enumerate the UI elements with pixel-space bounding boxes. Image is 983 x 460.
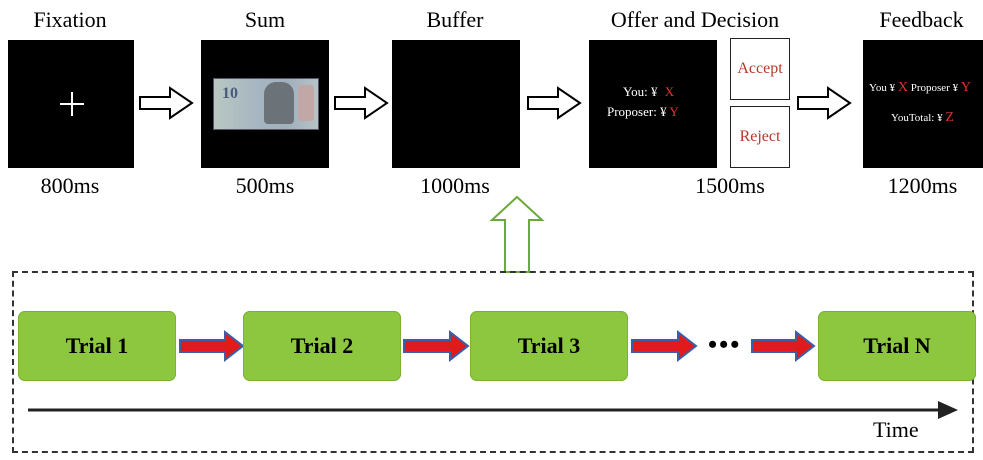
trial-arrow-3-icon — [631, 329, 698, 363]
outline-arrow-2-icon — [334, 86, 389, 120]
banknote-denomination: 10 — [222, 85, 238, 102]
offer-you-line: You: ¥ X — [623, 84, 674, 100]
trial-arrow-2-icon — [403, 329, 470, 363]
feedback-total-label: YouTotal: ¥ — [891, 112, 943, 124]
feedback-screen: You ¥ X Proposer ¥ Y YouTotal: ¥ Z — [863, 40, 983, 168]
fixation-screen — [8, 40, 134, 168]
trial-arrow-1-icon — [179, 329, 245, 363]
banknote-portrait — [264, 82, 294, 124]
duration-offer-decision: 1500ms — [695, 173, 765, 198]
fixation-cross-vertical — [71, 92, 73, 116]
outline-arrow-1-icon — [139, 86, 194, 120]
offer-proposer-line: Proposer: ¥ Y — [607, 104, 679, 120]
buffer-screen — [392, 40, 520, 168]
up-arrow-icon — [489, 195, 545, 273]
feedback-line-1: You ¥ X Proposer ¥ Y — [869, 80, 971, 96]
feedback-line-2: YouTotal: ¥ Z — [891, 110, 954, 126]
stage-title-sum: Sum — [244, 7, 286, 32]
trial-1-box: Trial 1 — [18, 311, 176, 381]
time-label: Time — [873, 417, 919, 442]
duration-sum: 500ms — [235, 173, 295, 198]
trial-arrow-4-icon — [751, 329, 816, 363]
stage-title-fixation: Fixation — [33, 7, 107, 32]
reject-option: Reject — [730, 106, 790, 168]
sum-screen: 10 — [201, 40, 329, 168]
duration-buffer: 1000ms — [420, 173, 490, 198]
feedback-proposer-value: Y — [960, 80, 971, 95]
banknote-image: 10 — [213, 78, 319, 130]
feedback-you-value: X — [897, 80, 908, 95]
trial-3-box: Trial 3 — [470, 311, 628, 381]
offer-proposer-value: Y — [669, 104, 679, 119]
feedback-total-value: Z — [945, 110, 954, 125]
duration-fixation: 800ms — [40, 173, 100, 198]
outline-arrow-4-icon — [797, 86, 852, 120]
stage-title-feedback: Feedback — [879, 7, 964, 32]
duration-feedback: 1200ms — [887, 173, 958, 198]
stage-title-offer-decision: Offer and Decision — [610, 7, 780, 32]
stage-title-buffer: Buffer — [426, 7, 484, 32]
banknote-pattern — [298, 85, 314, 121]
accept-option: Accept — [730, 38, 790, 100]
offer-you-label: You: ¥ — [623, 84, 658, 99]
offer-screen: You: ¥ X Proposer: ¥ Y — [589, 40, 717, 168]
offer-you-value: X — [664, 84, 675, 99]
feedback-proposer-label: Proposer ¥ — [910, 82, 959, 94]
time-axis-arrowhead-icon — [938, 401, 958, 419]
trials-ellipsis: ••• — [708, 330, 742, 359]
offer-proposer-label: Proposer: ¥ — [607, 104, 667, 119]
outline-arrow-3-icon — [527, 86, 582, 120]
trial-2-box: Trial 2 — [243, 311, 401, 381]
feedback-you-label: You ¥ — [869, 82, 896, 94]
trial-n-box: Trial N — [818, 311, 976, 381]
